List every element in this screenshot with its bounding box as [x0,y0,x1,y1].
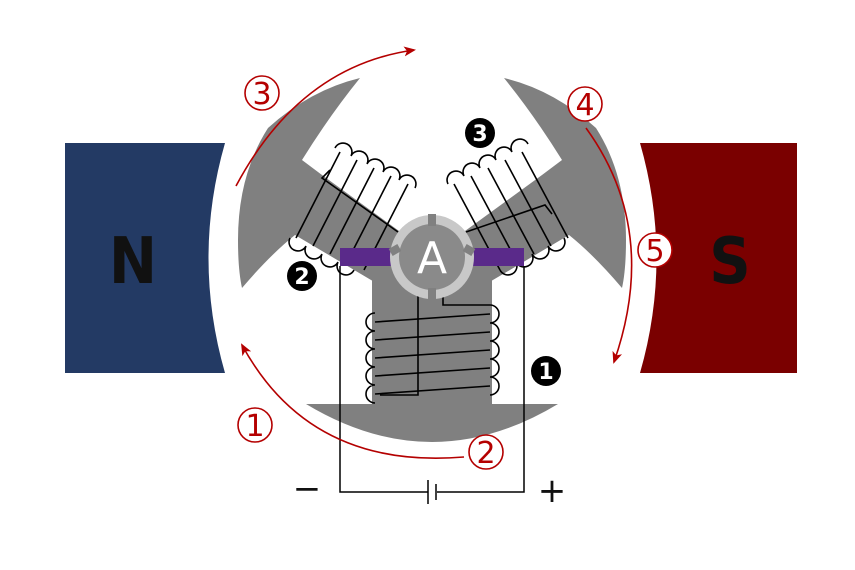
brush-left [340,248,392,266]
commutator-core [399,224,465,290]
coil-badge-1: 1 [531,356,561,386]
step-1-label: 1 [245,409,264,444]
coil-1-label: 1 [538,360,553,385]
step-4-label: 4 [575,88,594,123]
step-badge-4: 4 [567,86,603,123]
south-label: S [709,225,750,299]
north-label: N [109,225,157,299]
rotor [238,78,626,442]
step-5-label: 5 [645,234,664,269]
rotation-arrows [235,46,633,459]
south-magnet [640,143,797,373]
coil-upper-right-windings [446,138,569,276]
circuit-wire [339,266,525,493]
north-magnet [65,143,225,373]
rotor-arm-upper-right [432,78,626,290]
step-badge-2: 2 [468,434,504,471]
arrow-bottom-left [241,343,465,459]
step-2-label: 2 [476,436,495,471]
step-badge-3: 3 [244,75,280,112]
rotor-arm-bottom [306,268,558,442]
step-3-label: 3 [252,77,271,112]
step-badge-1: 1 [237,407,273,444]
step-badge-5: 5 [637,232,673,269]
coil-2-label: 2 [294,265,309,290]
ammeter-label: A [417,233,447,284]
arrow-right [585,127,633,364]
coil-3-label: 3 [472,122,487,147]
coil-badge-3: 3 [465,118,495,148]
coil-upper-left-windings [288,142,417,276]
brush-right [472,248,524,266]
coil-badge-2: 2 [287,261,317,291]
battery-minus-label: − [293,469,322,509]
battery-plus-label: + [538,471,567,511]
arrow-top [235,46,416,187]
rotor-arm-upper-left [238,78,432,290]
